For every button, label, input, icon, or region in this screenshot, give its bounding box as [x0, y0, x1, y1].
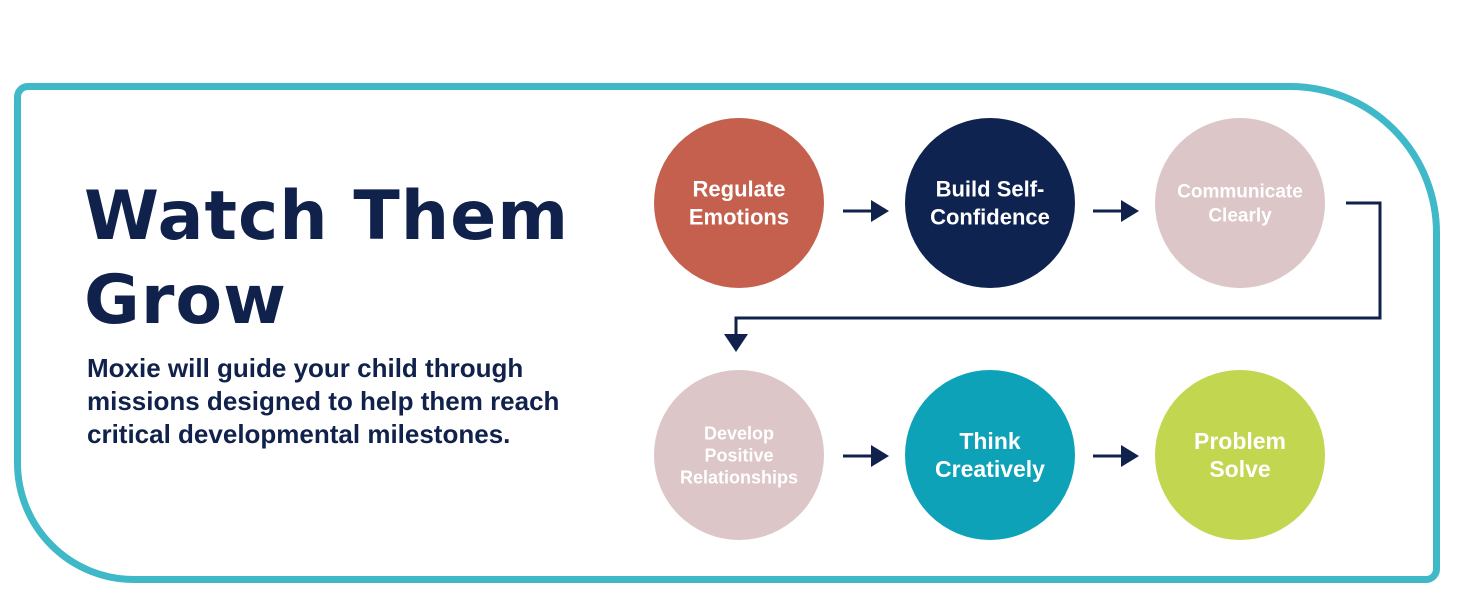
arrow-right-icon — [1093, 445, 1139, 467]
milestone-build-self-confidence: Build Self- Confidence — [905, 118, 1075, 288]
milestone-circle — [1155, 118, 1325, 288]
milestone-label: Emotions — [689, 205, 789, 230]
page-title: Watch Them Grow — [84, 175, 644, 343]
arrow-right-icon — [843, 200, 889, 222]
title-line-2: Grow — [84, 261, 287, 340]
milestone-label: Clearly — [1208, 206, 1272, 227]
title-line-1: Watch Them — [84, 177, 570, 256]
milestone-label: Think — [959, 428, 1021, 454]
milestone-circle — [905, 118, 1075, 288]
milestone-label: Regulate — [693, 177, 786, 202]
arrow-right-icon — [1093, 200, 1139, 222]
milestone-label: Communicate — [1177, 182, 1303, 203]
row-connector-line — [734, 201, 1382, 336]
milestone-circle — [905, 370, 1075, 540]
milestone-label: Develop — [704, 423, 774, 443]
milestone-label: Positive — [704, 445, 773, 465]
milestone-label: Build Self- — [936, 177, 1045, 202]
milestone-circle — [654, 370, 824, 540]
milestone-label: Creatively — [935, 456, 1045, 482]
row-connector-arrowhead-icon — [724, 334, 748, 352]
rounded-frame-border — [14, 83, 1440, 583]
description-text: Moxie will guide your child through miss… — [87, 353, 560, 449]
milestone-circle — [1155, 370, 1325, 540]
milestone-label: Solve — [1209, 456, 1270, 482]
arrow-right-icon — [843, 445, 889, 467]
milestone-label: Confidence — [930, 205, 1050, 230]
milestone-circle — [654, 118, 824, 288]
milestone-label: Problem — [1194, 428, 1286, 454]
milestone-label: Relationships — [680, 467, 798, 487]
